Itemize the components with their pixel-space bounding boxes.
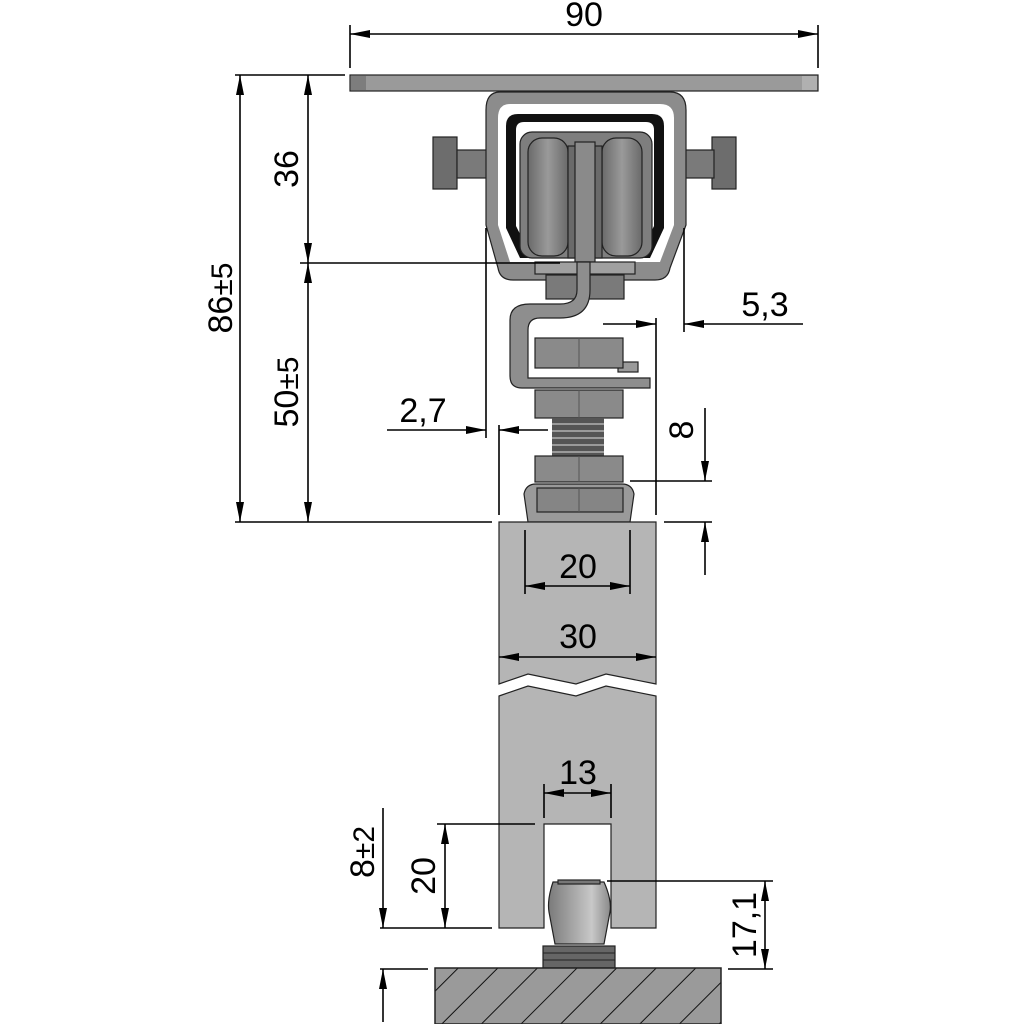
floor-section (434, 967, 722, 1024)
dim-13-label: 13 (559, 754, 597, 792)
dim-20-groove-label: 20 (405, 857, 443, 895)
dim-17-1-label: 17,1 (726, 892, 764, 958)
dim-30-label: 30 (559, 618, 597, 656)
dimension-labels: 90 86±5 36 50±5 5,3 2,7 8 20 30 13 20 8±… (202, 0, 789, 958)
adjustment-nuts (523, 337, 635, 523)
hanger-hook (509, 261, 651, 389)
top-mounting-plate (349, 74, 819, 92)
dim-20-inner-label: 20 (559, 548, 597, 586)
dimension-lines (235, 25, 819, 1022)
dim-50-label: 50±5 (268, 357, 306, 428)
dim-86-label: 86±5 (202, 263, 240, 334)
floor-guide (542, 879, 616, 969)
dim-2-7-label: 2,7 (399, 392, 446, 430)
roller-carriage (432, 91, 737, 300)
dim-36-label: 36 (268, 150, 306, 188)
dim-8-2-label: 8±2 (344, 826, 382, 878)
dim-90-label: 90 (565, 0, 603, 34)
dim-5-3-label: 5,3 (741, 286, 788, 324)
door-panel (498, 521, 657, 929)
dim-8-label: 8 (663, 421, 701, 440)
